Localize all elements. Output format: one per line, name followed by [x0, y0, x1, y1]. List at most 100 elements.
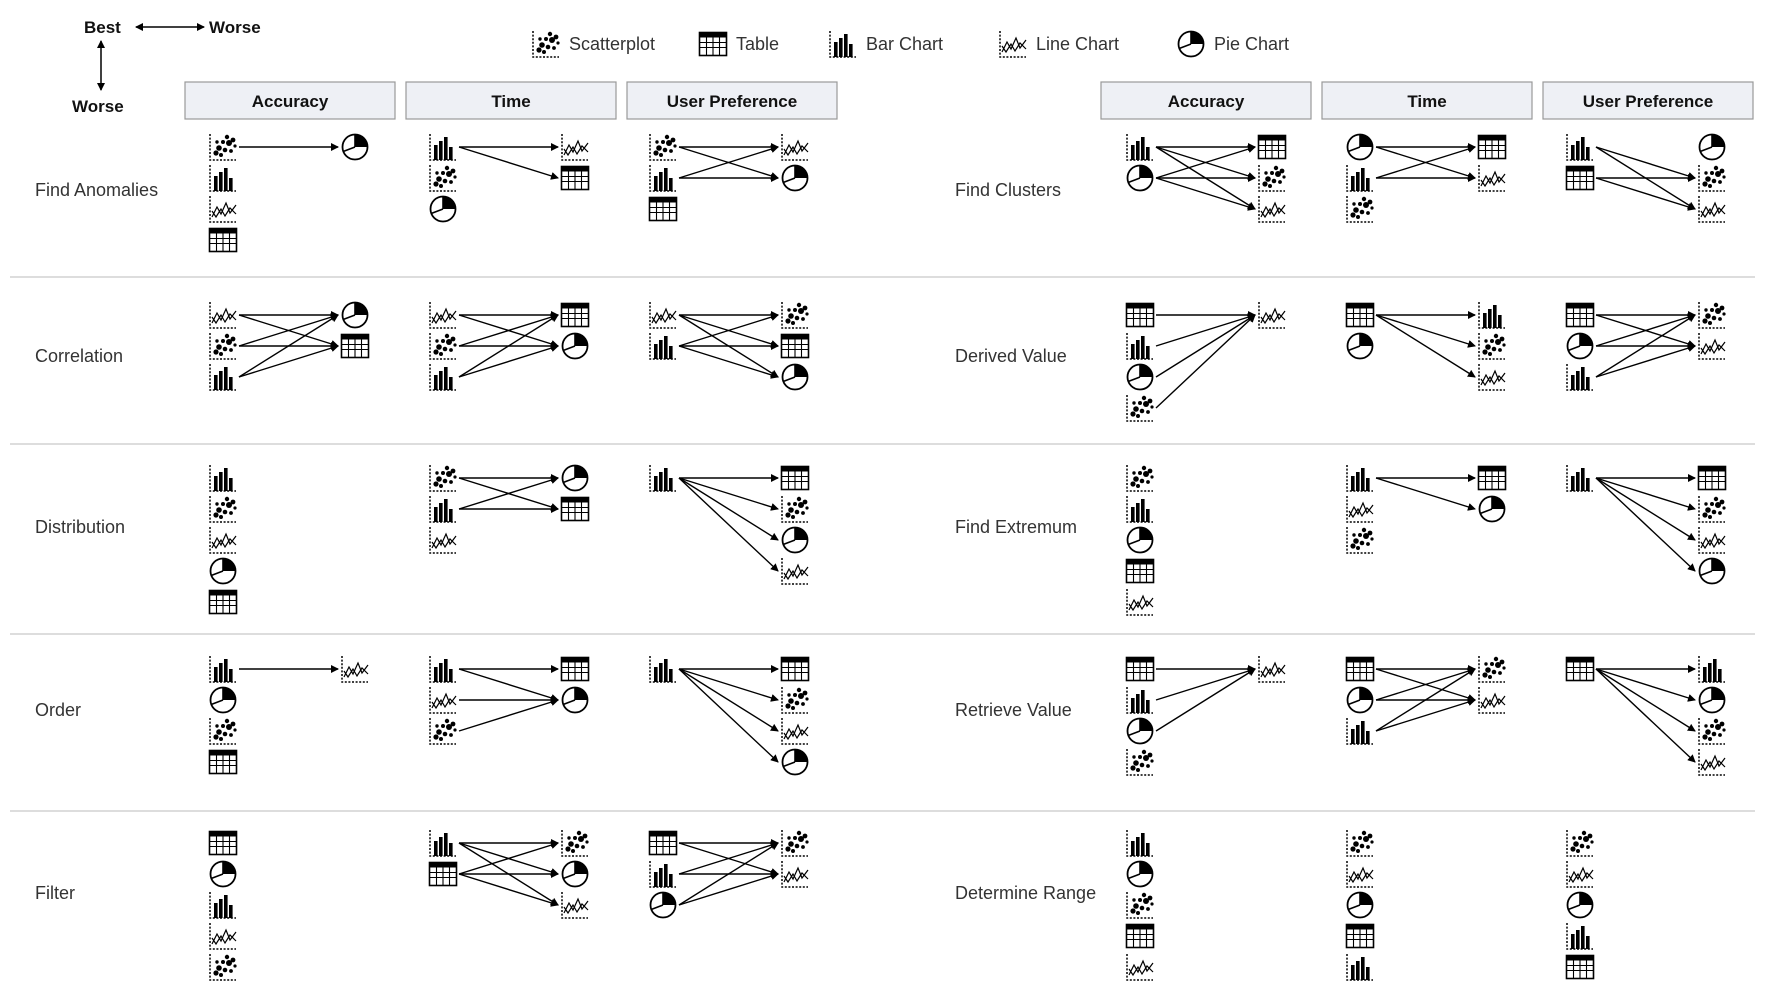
right-header-0-box [1100, 81, 1312, 120]
left-task-0-cell-0-left-2-line-icon [209, 196, 237, 223]
left-task-2-cell-2-right-0-table-icon [780, 465, 810, 491]
right-task-2-cell-1-left-0-bar-icon [1346, 465, 1373, 492]
right-task-4-cell-2 [1565, 830, 1595, 980]
right-task-2-cell-1-left-2-scatter-icon [1346, 527, 1374, 554]
right-task-4-cell-2-left-4-table-icon [1565, 954, 1595, 980]
left-task-4-cell-2-left-1-bar-icon [649, 861, 676, 888]
left-task-1-cell-2-right-1-table-icon [780, 333, 810, 359]
left-task-0-cell-0-left-1-bar-icon [209, 165, 236, 192]
right-task-1-cell-1-left-1-pie-icon [1346, 332, 1374, 360]
left-task-3-cell-1-left-1-line-icon [429, 687, 457, 714]
right-task-2-cell-2-edge-1 [1595, 477, 1696, 511]
right-task-row-2: Find Extremum [955, 465, 1727, 616]
left-task-2-cell-1-right-0-pie-icon [561, 464, 589, 492]
right-task-4-cell-2-left-1-line-icon [1566, 861, 1594, 888]
left-task-0-cell-0-left-3-table-icon [208, 227, 238, 253]
right-task-3-cell-1-edge-2 [1375, 667, 1476, 701]
right-task-0-cell-2-right-1-scatter-icon [1698, 165, 1726, 192]
right-task-3-cell-0 [1125, 656, 1286, 776]
left-task-4-cell-2-edge-2 [678, 841, 779, 875]
right-task-2-cell-2 [1566, 465, 1727, 585]
left-task-2-label: Distribution [35, 517, 125, 537]
right-task-4-cell-0-left-2-scatter-icon [1126, 892, 1154, 919]
left-task-0-cell-1-left-2-pie-icon [429, 195, 457, 223]
right-task-0-cell-2-edge-0 [1595, 146, 1696, 180]
right-task-3-cell-0-edge-1 [1155, 667, 1256, 701]
left-task-4-cell-1-left-1-table-icon [428, 861, 458, 887]
left-header-2-box [626, 81, 838, 120]
right-task-4-cell-1-left-1-line-icon [1346, 861, 1374, 888]
left-task-4-label: Filter [35, 883, 75, 903]
right-task-0-label: Find Clusters [955, 180, 1061, 200]
left-task-1-cell-1-left-1-scatter-icon [429, 333, 457, 360]
left-task-4-cell-1-right-1-pie-icon [561, 860, 589, 888]
right-task-1-cell-1-right-0-bar-icon [1478, 302, 1505, 329]
left-task-1-cell-2-edge-3 [678, 313, 779, 347]
right-task-0-cell-1-right-1-line-icon [1478, 165, 1506, 192]
left-task-1-cell-1-edge-4 [458, 314, 559, 378]
left-task-3-cell-1-left-2-scatter-icon [429, 718, 457, 745]
right-task-3-cell-0-edge-2 [1155, 668, 1256, 732]
left-task-0-cell-1-left-1-scatter-icon [429, 165, 457, 192]
right-task-4-cell-0-left-1-pie-icon [1126, 860, 1154, 888]
left-header-0-box [184, 81, 396, 120]
right-task-1-cell-1 [1345, 302, 1506, 391]
right-task-0-cell-0-right-1-scatter-icon [1258, 165, 1286, 192]
left-task-0-cell-2-left-1-bar-icon [649, 165, 676, 192]
legend-table-icon [698, 31, 728, 57]
left-task-3-cell-2 [649, 656, 810, 776]
right-task-0-cell-1-left-2-scatter-icon [1346, 196, 1374, 223]
left-task-2-cell-0-left-1-scatter-icon [209, 496, 237, 523]
left-task-4-cell-0-left-0-table-icon [208, 830, 238, 856]
right-task-2-cell-2-right-1-scatter-icon [1698, 496, 1726, 523]
left-task-4-cell-1-edge-3 [458, 841, 559, 875]
left-task-3-cell-0-right-0-line-icon [341, 656, 369, 683]
left-task-3-cell-2-right-1-scatter-icon [781, 687, 809, 714]
left-task-1-cell-0-left-1-scatter-icon [209, 333, 237, 360]
left-task-1-cell-2-edge-5 [678, 345, 779, 379]
right-task-3-cell-0-left-3-scatter-icon [1126, 749, 1154, 776]
legend-scatter-label: Scatterplot [569, 34, 655, 54]
left-task-4-cell-0-left-4-scatter-icon [209, 954, 237, 981]
left-task-1-cell-2-left-1-bar-icon [649, 333, 676, 360]
left-task-4-cell-1 [428, 830, 589, 919]
left-task-3-cell-0-left-0-bar-icon [209, 656, 236, 683]
right-task-4-label: Determine Range [955, 883, 1096, 903]
right-task-0-cell-1-left-0-pie-icon [1346, 133, 1374, 161]
right-task-1-cell-0-left-0-table-icon [1125, 302, 1155, 328]
right-task-1-cell-1-right-2-line-icon [1478, 364, 1506, 391]
right-task-4-cell-2-left-3-bar-icon [1566, 923, 1593, 950]
left-task-0-cell-1 [429, 134, 590, 223]
left-task-0-cell-2-left-2-table-icon [648, 196, 678, 222]
left-task-2-cell-1-left-2-line-icon [429, 527, 457, 554]
right-task-0-cell-0-left-1-pie-icon [1126, 164, 1154, 192]
right-task-0-cell-0-edge-3 [1155, 145, 1256, 179]
left-task-1-cell-0-edge-5 [238, 344, 339, 378]
left-task-2-cell-2 [649, 465, 810, 585]
right-task-3-cell-2-edge-3 [1595, 668, 1696, 763]
right-task-4-cell-0-left-3-table-icon [1125, 923, 1155, 949]
left-task-1-cell-0-left-2-bar-icon [209, 364, 236, 391]
right-task-1-cell-0 [1125, 302, 1286, 422]
left-task-4-cell-2 [648, 830, 809, 919]
right-task-3-cell-2-right-3-line-icon [1698, 749, 1726, 776]
right-task-2-cell-1-left-1-line-icon [1346, 496, 1374, 523]
right-task-3-cell-1-right-1-line-icon [1478, 687, 1506, 714]
legend-pie-icon [1177, 30, 1205, 58]
left-task-3-cell-1-edge-1 [458, 668, 559, 702]
left-task-2-cell-2-right-1-scatter-icon [781, 496, 809, 523]
right-task-4-cell-2-left-2-pie-icon [1566, 891, 1594, 919]
left-task-3-label: Order [35, 700, 81, 720]
left-task-2-cell-2-edge-1 [678, 477, 779, 511]
right-task-3-cell-1-right-0-scatter-icon [1478, 656, 1506, 683]
left-task-1-cell-1-left-2-bar-icon [429, 364, 456, 391]
left-task-2-cell-0-left-0-bar-icon [209, 465, 236, 492]
right-task-0-cell-2-right-2-line-icon [1698, 196, 1726, 223]
left-task-1-cell-1-edge-2 [458, 313, 559, 347]
right-task-4-cell-0-left-0-bar-icon [1126, 830, 1153, 857]
right-task-3-cell-1-edge-4 [1375, 668, 1476, 732]
left-task-1-cell-1-right-0-table-icon [560, 302, 590, 328]
left-task-1-cell-0-edge-4 [238, 314, 339, 378]
